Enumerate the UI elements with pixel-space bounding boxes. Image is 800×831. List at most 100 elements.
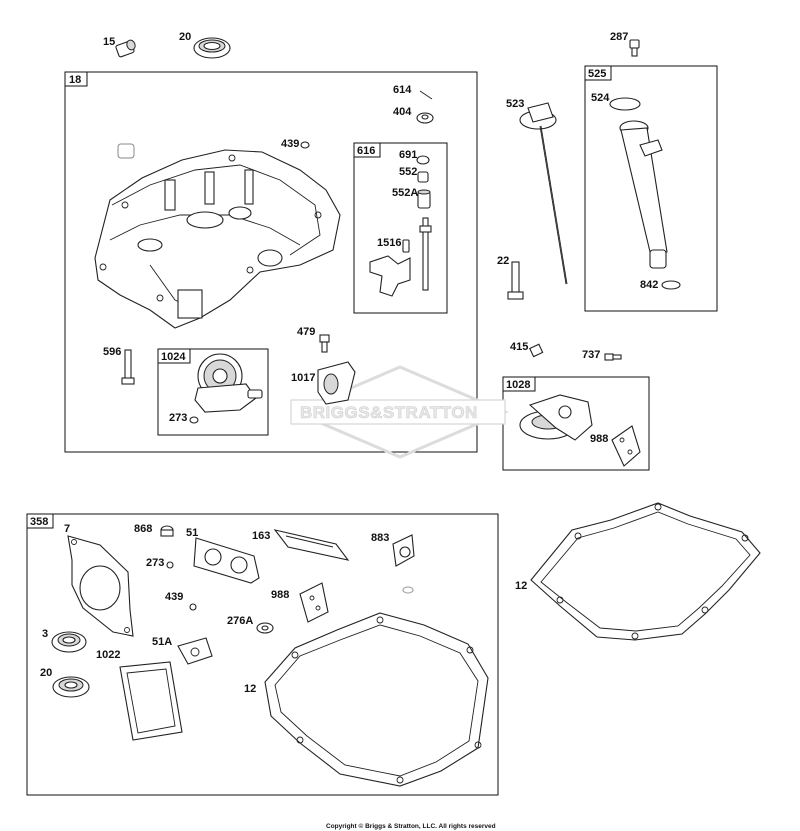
box-525-frame	[584, 65, 718, 312]
part-552-sleeve	[417, 171, 429, 183]
part-governor-crank-bracket	[369, 255, 411, 297]
label-1022: 1022	[96, 649, 120, 661]
part-1024-oil-pump	[194, 353, 263, 413]
box-525-label: 525	[588, 68, 606, 80]
box-18-tag	[64, 71, 88, 87]
label-51: 51	[186, 527, 198, 539]
watermark-text: BRIGGS&STRATTON	[300, 403, 478, 422]
part-276a-washer	[256, 622, 274, 634]
part-governor-shaft	[419, 217, 432, 291]
part-273-oring-bottom	[166, 561, 174, 569]
label-415: 415	[510, 341, 528, 353]
box-18-label: 18	[69, 74, 81, 86]
part-287-breather-screw	[629, 39, 640, 57]
part-sump-plug-ghost	[117, 143, 135, 159]
label-523: 523	[506, 98, 524, 110]
label-737: 737	[582, 349, 600, 361]
part-1516-pin	[402, 239, 410, 253]
briggs-stratton-watermark: BRIGGS&STRATTON	[290, 365, 509, 459]
part-1017-baffle	[317, 361, 356, 405]
part-20-seal-bottom	[52, 676, 90, 698]
label-988-bottom: 988	[271, 589, 289, 601]
box-525-tag	[584, 65, 612, 81]
part-12-sump-gasket-left	[264, 612, 489, 787]
part-404-washer	[416, 112, 434, 124]
label-12-left: 12	[244, 683, 256, 695]
box-1028-tag	[502, 376, 536, 392]
part-415-plug	[529, 343, 544, 358]
part-868-seal	[160, 525, 174, 537]
part-842-oring	[661, 280, 681, 290]
label-988-top: 988	[590, 433, 608, 445]
label-273-bottom: 273	[146, 557, 164, 569]
label-614: 614	[393, 84, 412, 96]
part-15-plug	[115, 39, 136, 58]
box-1028-label: 1028	[506, 379, 530, 391]
copyright-text: Copyright © Briggs & Stratton, LLC. All …	[326, 822, 496, 830]
box-1024-tag	[157, 348, 191, 364]
label-287: 287	[610, 31, 628, 43]
label-404: 404	[393, 106, 412, 118]
part-gasket-ghost-oring	[402, 586, 414, 594]
part-20-seal-top	[193, 37, 231, 59]
part-691-seal	[416, 155, 430, 165]
label-12-right: 12	[515, 580, 527, 592]
part-7-head-gasket	[67, 535, 134, 637]
label-868: 868	[134, 523, 152, 535]
part-1022-cover-gasket	[119, 661, 183, 741]
label-439-top: 439	[281, 138, 299, 150]
box-616-label: 616	[357, 145, 375, 157]
part-273-oring-pump	[189, 416, 199, 424]
part-737-screw	[604, 353, 622, 361]
part-51a-gasket	[177, 637, 213, 665]
part-524-oring	[609, 97, 641, 111]
box-1024-frame	[157, 348, 269, 436]
label-552a: 552A	[392, 187, 418, 199]
part-labels: 15 20 287 614 404 439 691 552 552A 1516 …	[40, 31, 658, 695]
label-20-bottom: 20	[40, 667, 52, 679]
label-15: 15	[103, 36, 115, 48]
label-3: 3	[42, 628, 48, 640]
part-1028-filter-adapter	[519, 394, 593, 441]
part-552a-cup	[417, 189, 431, 209]
box-18-frame	[64, 71, 478, 453]
part-439-oring-bottom	[189, 603, 197, 611]
label-20-top: 20	[179, 31, 191, 43]
label-552: 552	[399, 166, 417, 178]
part-163-exhaust-gasket	[273, 529, 350, 561]
box-616-tag	[353, 142, 381, 158]
box-358-frame	[26, 513, 499, 796]
label-479: 479	[297, 326, 315, 338]
part-12-sump-gasket-right	[530, 502, 761, 641]
part-479-screw	[319, 334, 330, 353]
part-525-dipstick-tube	[619, 120, 668, 269]
part-988-gasket-top	[611, 425, 641, 467]
part-3-seal	[51, 631, 87, 653]
label-273-top: 273	[169, 412, 187, 424]
label-163: 163	[252, 530, 270, 542]
label-1516: 1516	[377, 237, 401, 249]
box-1024-label: 1024	[161, 351, 186, 363]
label-22: 22	[497, 255, 509, 267]
part-883-gasket	[392, 534, 415, 567]
engine-sump-assembly	[94, 149, 341, 329]
label-524: 524	[591, 92, 610, 104]
part-988-gasket-bottom	[299, 582, 329, 623]
box-358-label: 358	[30, 516, 48, 528]
part-523-dipstick	[519, 102, 568, 285]
box-358-tag	[26, 513, 54, 529]
label-276a: 276A	[227, 615, 253, 627]
label-596: 596	[103, 346, 121, 358]
part-51-intake-gasket	[193, 537, 260, 584]
label-842: 842	[640, 279, 658, 291]
part-596-bolt	[121, 349, 135, 385]
label-691: 691	[399, 149, 417, 161]
label-883: 883	[371, 532, 389, 544]
part-614-pin	[419, 90, 433, 100]
label-439-bottom: 439	[165, 591, 183, 603]
label-1017: 1017	[291, 372, 315, 384]
part-22-bolt	[507, 261, 524, 300]
box-616-frame	[353, 142, 448, 314]
part-439-oring-top	[300, 141, 310, 149]
